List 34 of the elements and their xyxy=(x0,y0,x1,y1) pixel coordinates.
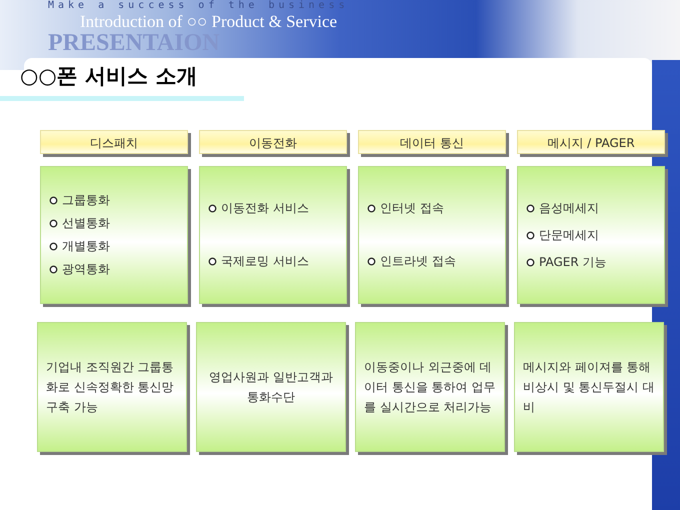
list-item: 광역통화 xyxy=(62,261,110,278)
list-item: 단문메세지 xyxy=(539,226,599,244)
list-item: 개별통화 xyxy=(62,238,110,255)
description-box xyxy=(514,322,664,452)
list-item: 인터넷 접속 xyxy=(380,200,444,217)
description-text: 기업내 조직원간 그룹통화로 신속정확한 통신망 구축 가능 xyxy=(46,359,175,416)
column-header xyxy=(199,130,347,154)
feature-box xyxy=(199,166,347,304)
feature-box xyxy=(517,166,665,304)
list-item: 인트라넷 접속 xyxy=(380,253,456,270)
subtitle: Introduction of ○○ Product & Service xyxy=(80,12,338,32)
slide-title: ○○폰 서비스 소개 xyxy=(20,63,198,90)
list-item: 음성메세지 xyxy=(539,200,599,216)
header-text: 메시지 / PAGER xyxy=(547,136,635,150)
header-text: 디스패치 xyxy=(90,136,138,150)
feature-box xyxy=(40,166,188,304)
list-item: 이동전화 서비스 xyxy=(221,200,309,217)
list-item: PAGER 기능 xyxy=(539,254,606,270)
description-box xyxy=(37,322,187,452)
column-header xyxy=(40,130,188,154)
description-text: 이동중이나 외근중에 데이터 통신을 통하여 업무를 실시간으로 처리가능 xyxy=(364,359,496,416)
column-header xyxy=(517,130,665,154)
description-box xyxy=(355,322,505,452)
list-item: 국제로밍 서비스 xyxy=(221,253,309,270)
column-header xyxy=(358,130,506,154)
description-box xyxy=(196,322,346,452)
header-text: 이동전화 xyxy=(249,136,297,150)
list-item: 그룹통화 xyxy=(62,192,110,209)
feature-box xyxy=(358,166,506,304)
header-text: 데이터 통신 xyxy=(400,136,464,150)
description-text: 영업사원과 일반고객과 통화수단 xyxy=(208,369,334,406)
description-text: 메시지와 페이져를 통해 비상시 및 통신두절시 대비 xyxy=(523,359,655,416)
list-item: 선별통화 xyxy=(62,215,110,232)
background-slogan: Make a success of the business xyxy=(48,0,349,11)
